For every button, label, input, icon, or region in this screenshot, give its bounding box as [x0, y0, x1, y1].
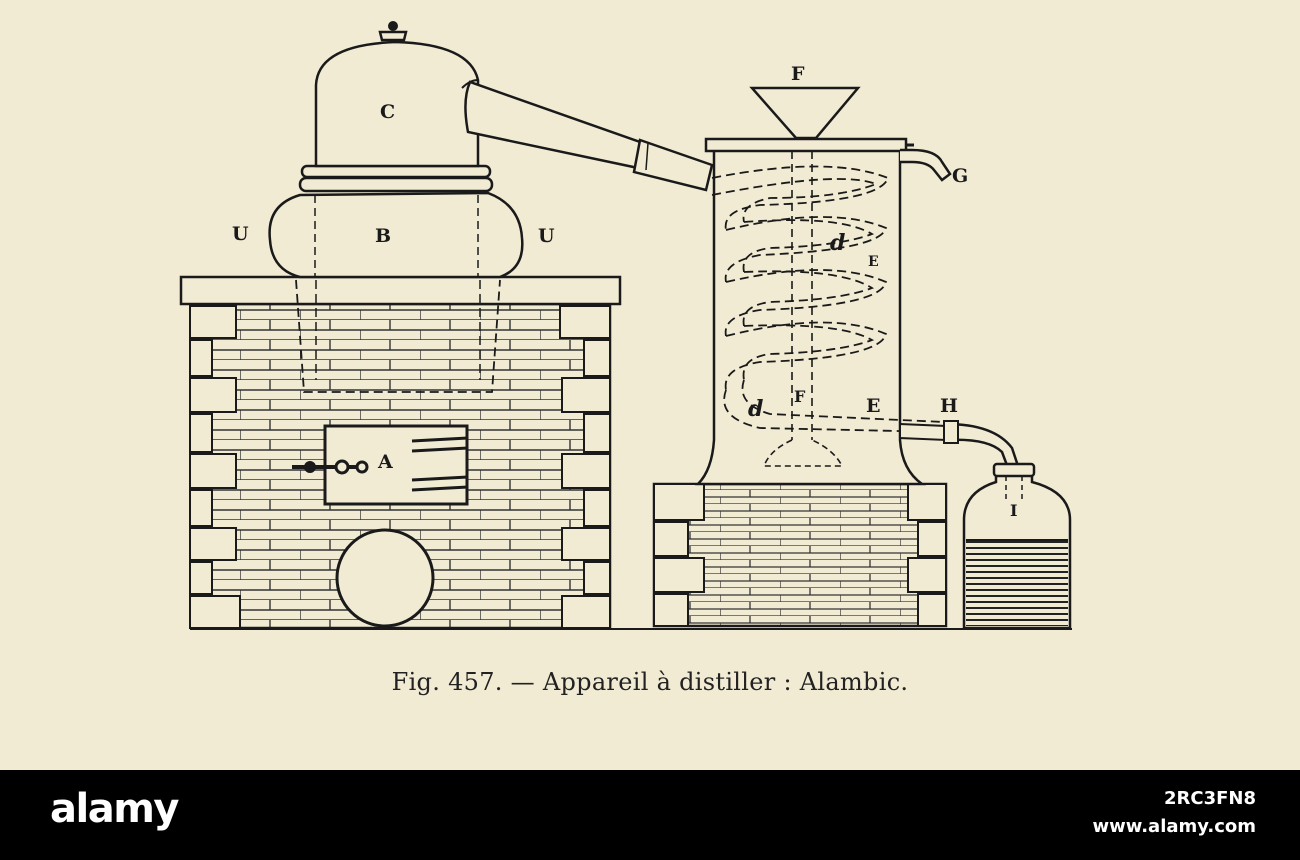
receiver-bottle — [962, 462, 1072, 630]
label-i: I — [1010, 501, 1017, 520]
image-id: 2RC3FN8 — [1163, 788, 1256, 809]
figure-caption: Fig. 457. — Appareil à distiller : Alamb… — [391, 668, 909, 696]
label-h: H — [940, 395, 958, 417]
funnel — [749, 86, 861, 140]
label-f-tube: F — [794, 387, 806, 406]
site-url: www.alamy.com — [1092, 816, 1256, 837]
label-b: B — [375, 225, 391, 247]
collected-distillate — [966, 540, 1068, 626]
label-e-lower: E — [866, 395, 880, 417]
still-head — [314, 21, 480, 168]
brand-logo: alamy — [50, 786, 179, 832]
still-rings — [298, 164, 494, 193]
label-d-lower: d — [748, 396, 763, 422]
watermark-bar: alamy 2RC3FN8 www.alamy.com — [0, 770, 1300, 860]
alembic-diagram: C B U U A F G d E d F E H I — [179, 21, 1072, 630]
condenser-base — [652, 482, 948, 628]
label-f-funnel: F — [791, 63, 805, 85]
engraving-plate: C B U U A F G d E d F E H I Fig. 457. — … — [0, 0, 1300, 770]
label-u-right: U — [538, 225, 555, 247]
still-body — [268, 191, 524, 279]
furnace — [179, 275, 622, 630]
outlet-pipe — [899, 420, 1020, 470]
label-d-upper: d — [830, 230, 845, 256]
label-u-left: U — [232, 223, 249, 245]
swan-neck — [464, 80, 714, 192]
label-g: G — [952, 165, 968, 187]
label-a: A — [377, 451, 393, 473]
label-c: C — [380, 101, 395, 123]
label-e-upper: E — [868, 254, 879, 270]
worm-tub — [694, 86, 952, 486]
ash-pit — [335, 528, 435, 628]
